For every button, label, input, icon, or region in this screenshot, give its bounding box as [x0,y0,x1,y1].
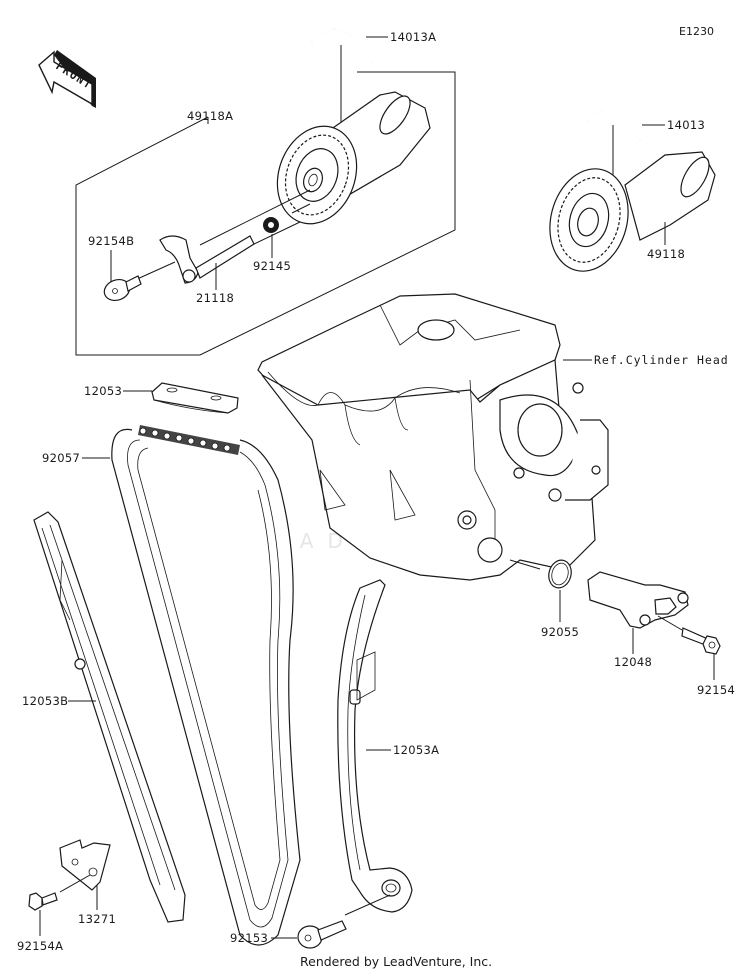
label-92153[interactable]: 92153 [230,931,268,945]
label-12048[interactable]: 12048 [614,655,652,669]
label-92057[interactable]: 92057 [42,451,80,465]
rendered-by-credit: Rendered by LeadVenture, Inc. [300,954,492,969]
part-12053B[interactable] [33,511,186,923]
label-12053A[interactable]: 12053A [393,743,439,757]
part-12053A[interactable] [337,579,413,913]
label-92154B[interactable]: 92154B [88,234,134,248]
part-12048[interactable] [587,571,689,629]
diagram-id: E1230 [679,25,714,38]
label-92055[interactable]: 92055 [541,625,579,639]
chain-links [138,425,240,455]
part-92154A[interactable] [28,892,58,911]
part-21118[interactable] [159,235,255,284]
part-92154B[interactable] [101,275,142,304]
part-14013[interactable] [587,109,641,141]
label-14013[interactable]: 14013 [667,118,705,132]
label-49118A[interactable]: 49118A [187,109,233,123]
label-92154[interactable]: 92154 [697,683,735,697]
ref-cylinder-head-label[interactable]: Ref.Cylinder Head [594,353,729,367]
part-92057[interactable] [111,425,301,946]
part-49118[interactable] [539,151,716,280]
label-21118[interactable]: 21118 [196,291,234,305]
part-92055[interactable] [546,558,574,591]
label-12053[interactable]: 12053 [84,384,122,398]
part-92145[interactable] [263,217,279,233]
part-13271[interactable] [59,839,111,891]
assembly-bracket [75,71,456,356]
label-92145[interactable]: 92145 [253,259,291,273]
label-13271[interactable]: 13271 [78,912,116,926]
label-49118[interactable]: 49118 [647,247,685,261]
part-92154[interactable] [681,627,721,655]
part-14013A[interactable] [311,27,373,63]
label-12053B[interactable]: 12053B [22,694,68,708]
front-arrow-icon: FRONT [38,50,96,108]
part-92153[interactable] [297,920,347,949]
label-14013A[interactable]: 14013A [390,30,436,44]
part-12053[interactable] [151,382,239,414]
part-49118A[interactable] [264,91,431,235]
cylinder-head[interactable] [257,293,609,581]
label-92154A[interactable]: 92154A [17,939,63,953]
